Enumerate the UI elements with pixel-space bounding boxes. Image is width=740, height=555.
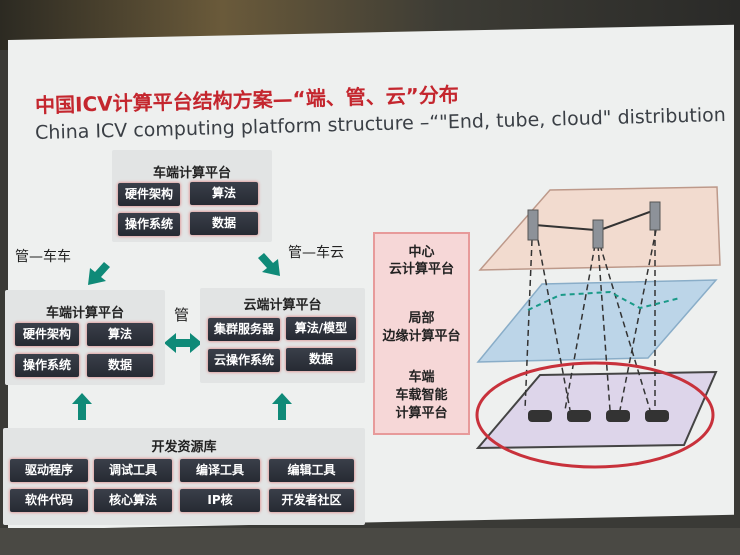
layer-vehicle-line3: 计算平台 [395,406,448,421]
layer-edge-line2: 边缘计算平台 [382,329,461,344]
layer-vehicle-line1: 车端 [408,370,435,385]
arrow-up-left-icon [72,393,92,420]
arrow-diagonal-right-icon [258,253,280,276]
chip: 开发者社区 [269,489,354,512]
library-title: 开发资源库 [151,440,217,455]
chip: 硬件架构 [15,323,79,346]
platform-title: 车端计算平台 [152,166,231,181]
label-tube: 管 [174,306,190,324]
server-icon [527,209,539,241]
vehicle-layer-plane [475,370,718,450]
chip: 集群服务器 [208,318,280,341]
top-vehicle-platform: 车端计算平台 硬件架构 算法 操作系统 数据 [112,150,272,242]
vehicle-platform: 车端计算平台 硬件架构 算法 操作系统 数据 [5,290,165,385]
chip: 核心算法 [94,489,172,512]
chip: 云操作系统 [208,349,280,372]
car-icon [645,410,669,422]
car-icon [567,410,591,422]
layer-center-line2: 云计算平台 [388,262,454,277]
platform-title: 车端计算平台 [45,306,124,321]
label-car-cloud: 管—车云 [288,245,344,261]
connection-lines [524,219,659,411]
layer-diagram [475,186,721,469]
chip: 算法/模型 [286,317,356,340]
chip: 驱动程序 [10,459,88,482]
chip: 数据 [190,212,258,235]
chip: IP核 [180,489,260,512]
layer-center-line1: 中心 [408,245,435,260]
chip: 软件代码 [10,489,88,512]
platform-title: 云端计算平台 [243,298,322,313]
arrow-up-right-icon [272,393,292,420]
chip: 操作系统 [15,354,79,377]
layer-vehicle-line2: 车载智能 [395,388,448,403]
chip: 编译工具 [180,459,260,482]
edge-layer-plane [476,279,718,363]
chip: 数据 [286,348,356,371]
server-links [534,209,656,231]
server-icon [592,219,604,249]
chip: 算法 [190,182,258,205]
highlight-circle [475,361,715,469]
resource-library: 开发资源库 驱动程序 调试工具 编译工具 编辑工具 软件代码 核心算法 IP核 … [3,428,365,525]
arrow-diagonal-left-icon [88,262,110,285]
cloud-platform: 云端计算平台 集群服务器 算法/模型 云操作系统 数据 [200,288,365,383]
layer-edge-line1: 局部 [408,311,435,326]
chip: 调试工具 [94,459,172,482]
layer-labels: 中心 云计算平台 局部 边缘计算平台 车端 车载智能 计算平台 [373,232,470,435]
chip: 硬件架构 [118,183,180,206]
car-icon [528,410,552,422]
background-bottom [0,528,740,555]
chip: 操作系统 [118,213,180,236]
edge-links [527,290,681,311]
label-car-car: 管—车车 [15,249,71,265]
double-arrow-icon [164,333,202,353]
server-icon [649,201,661,231]
chip: 编辑工具 [269,459,354,482]
car-icon [606,410,630,422]
chip: 算法 [87,323,153,346]
chip: 数据 [87,354,153,377]
